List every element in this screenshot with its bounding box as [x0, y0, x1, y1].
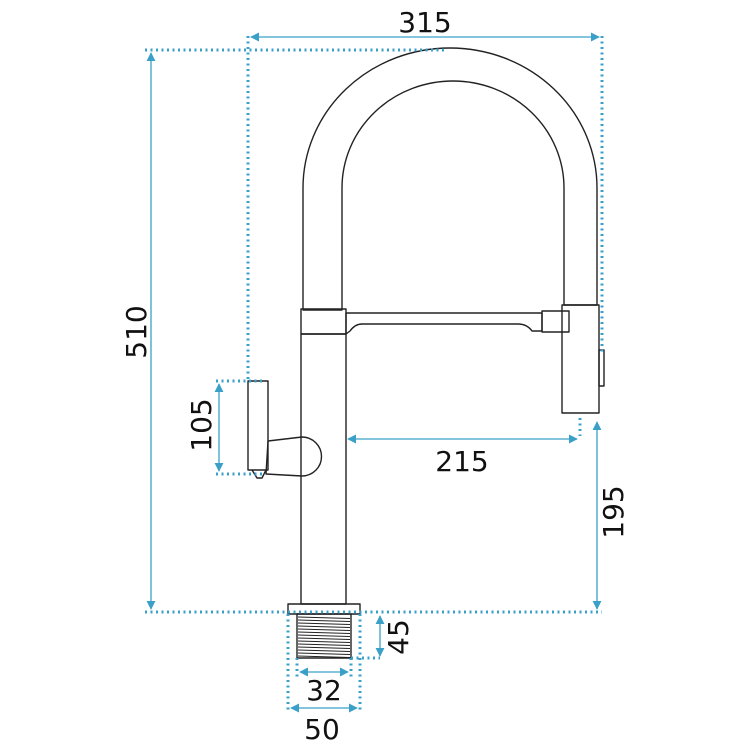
label-thread-length: 45 — [382, 619, 415, 655]
dimension-arrows — [146, 32, 602, 713]
thread-line — [297, 640, 351, 643]
spray-arm — [345, 312, 543, 335]
thread-line — [297, 634, 351, 637]
label-handle-height: 105 — [185, 398, 218, 451]
lever-handle — [247, 380, 269, 471]
thread-line — [297, 643, 351, 646]
body-collar — [300, 308, 347, 335]
spray-head — [561, 304, 600, 414]
label-spout-reach: 215 — [435, 445, 488, 478]
spray-button — [598, 349, 605, 387]
label-overall-height: 510 — [120, 305, 153, 358]
thread-line — [297, 616, 351, 619]
thread-line — [297, 646, 351, 649]
lever-tip — [251, 469, 267, 479]
handle-knob — [265, 436, 323, 477]
label-base-diameter: 50 — [304, 713, 340, 746]
faucet-outline — [247, 47, 605, 659]
thread-line — [297, 631, 351, 634]
shank-threads — [297, 616, 351, 658]
label-overall-width: 315 — [398, 6, 451, 39]
arm-connector — [541, 310, 570, 333]
label-spout-clearance: 195 — [597, 485, 630, 538]
thread-line — [297, 655, 351, 658]
thread-line — [297, 628, 351, 631]
thread-line — [297, 625, 351, 628]
threaded-shank — [296, 613, 352, 659]
thread-line — [297, 619, 351, 622]
dimension-labels: 315 510 105 215 195 45 32 50 — [120, 6, 630, 746]
thread-line — [297, 649, 351, 652]
thread-line — [297, 652, 351, 655]
thread-line — [297, 622, 351, 625]
label-thread-diameter: 32 — [306, 674, 342, 707]
thread-line — [297, 637, 351, 640]
extension-lines — [145, 36, 604, 712]
spout-arch — [302, 47, 598, 311]
body-column — [300, 333, 347, 605]
